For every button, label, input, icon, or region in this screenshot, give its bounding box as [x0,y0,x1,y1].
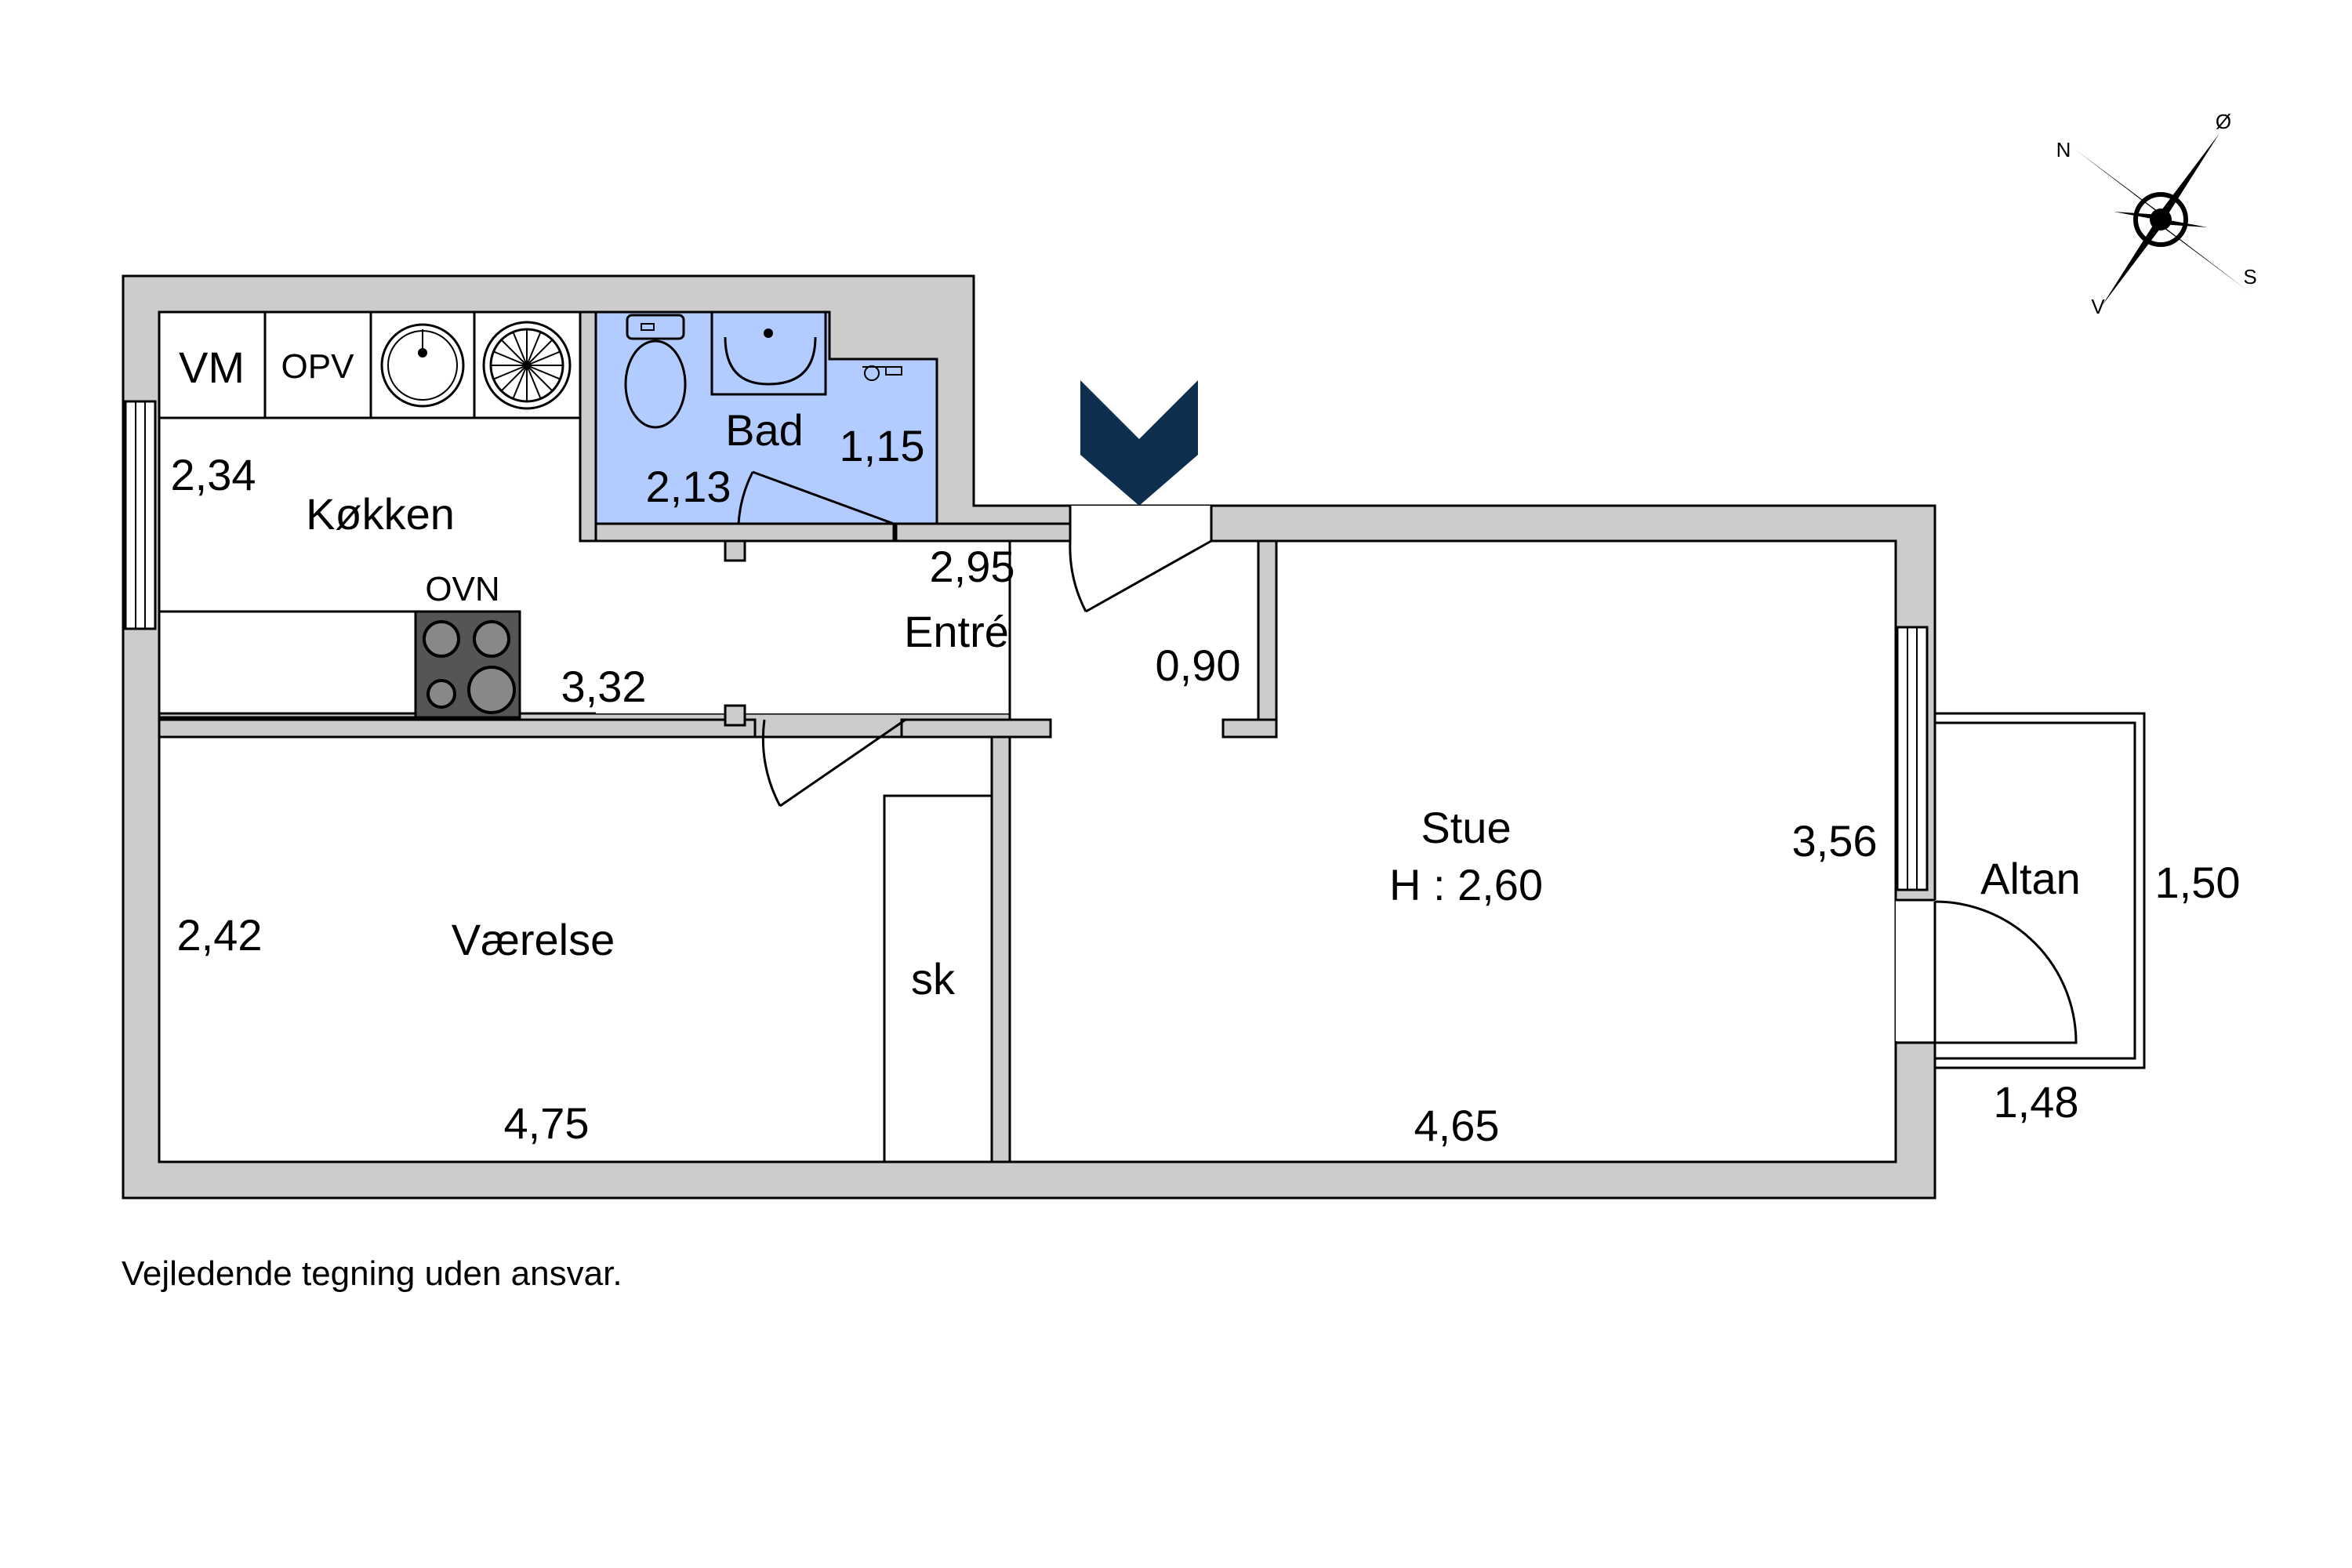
dim-living-length: 4,65 [1414,1101,1500,1150]
disclaimer-text: Vejledende tegning uden ansvar. [122,1254,622,1293]
balcony-door-opening [1896,900,1936,1041]
dim-bath-depth: 1,15 [840,421,925,470]
dim-living-depth: 3,56 [1792,816,1878,866]
wall-bath-left [579,310,597,543]
closet-label: sk [911,954,956,1004]
bath-sink-icon [710,310,827,396]
stove-burner-icon [423,620,516,714]
fan-spoke [526,365,561,380]
fan-spoke [526,339,554,366]
balcony-inner [1933,721,2136,1060]
wall-living-left-upper [1257,539,1278,739]
bedroom-room [158,735,993,1163]
wall-bedroom-top [158,718,757,739]
oven-label: OVN [425,570,499,608]
wall-bath-bottom [579,522,895,543]
dim-kitchen-depth: 2,34 [171,450,256,499]
fan-icon [482,321,572,410]
wall-bedroom-stub [724,704,746,727]
living-height-label: H : 2,60 [1389,860,1543,909]
compass-rose-icon [2074,133,2247,306]
wall-bedroom-top-right [900,718,1052,739]
entrance-opening [1070,506,1211,543]
fan-spoke [500,365,528,392]
compass-east-label: Ø [2216,110,2231,133]
dim-balcony-depth: 1,50 [2155,858,2241,907]
compass-south-label: S [2243,265,2256,289]
dim-bedroom-length: 4,75 [504,1098,590,1148]
balcony-door [1933,900,2078,1044]
kitchen-sink-icon [380,323,465,408]
dim-entry-width: 2,95 [930,542,1015,591]
dim-bedroom-depth: 2,42 [177,910,263,960]
living-label: Stue [1421,803,1511,852]
entrance-marker-icon [1080,380,1198,506]
balcony-label: Altan [1980,854,2081,903]
fan-spoke [512,365,528,399]
dim-balcony-length: 1,48 [1994,1077,2079,1127]
fan-spoke [493,350,528,366]
fan-spoke [500,339,528,366]
bath-label: Bad [725,405,804,455]
living-room [1008,539,1897,1163]
shower-icon [862,365,902,381]
entrance-door [1069,539,1212,613]
window-living [1896,626,1929,891]
dim-bath-width: 2,13 [646,462,731,511]
dim-kitchen-length: 3,32 [561,662,647,711]
bedroom-label: Værelse [452,915,615,964]
compass-west-label: V [2091,295,2105,318]
closet [883,794,993,1163]
bath-door [737,470,895,525]
bedroom-door [761,718,906,808]
wall-bedroom-living [990,735,1011,1163]
wall-living-left-stub [1221,718,1278,739]
fan-spoke [526,365,554,392]
washer-label: VM [179,343,245,392]
toilet-icon [624,314,687,429]
wall-stub-bath [895,522,1075,543]
fan-spoke [512,332,528,366]
dim-entry-door: 0,90 [1156,641,1241,690]
kitchen-label: Køkken [306,489,455,539]
fan-spoke [526,365,542,399]
fan-spoke [526,350,561,366]
fan-spoke [493,365,528,380]
wall-stub-kitchen [724,539,746,562]
entry-label: Entré [904,607,1009,656]
fan-spoke [526,332,542,366]
dishwasher-label: OPV [281,347,355,386]
window-kitchen [124,400,157,630]
compass-north-label: N [2056,138,2071,162]
